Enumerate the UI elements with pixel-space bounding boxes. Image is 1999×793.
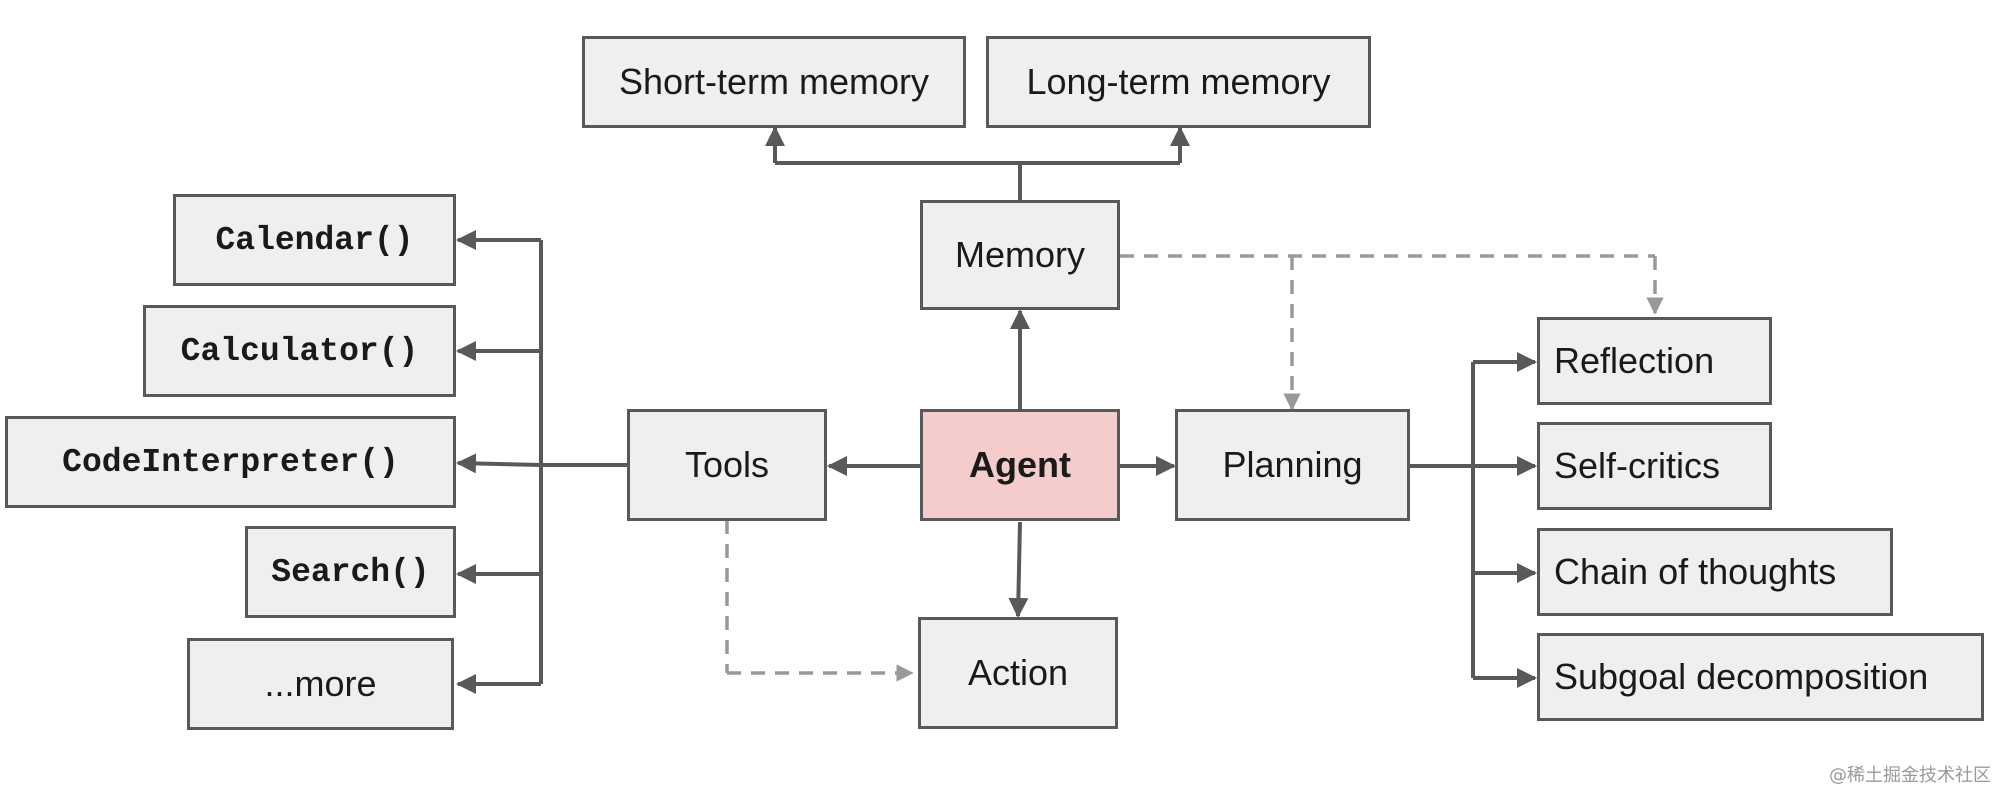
self-critics-box: Self-critics <box>1537 422 1772 510</box>
tools-box: Tools <box>627 409 827 521</box>
search-function-box: Search() <box>245 526 456 618</box>
memory-box: Memory <box>920 200 1120 310</box>
planning-branches <box>1410 352 1537 688</box>
action-box: Action <box>918 617 1118 729</box>
short-term-memory-box: Short-term memory <box>582 36 966 128</box>
more-tools-box: ...more <box>187 638 454 730</box>
dashed-connections <box>725 254 1664 682</box>
planning-box: Planning <box>1175 409 1410 521</box>
subgoal-decomposition-box: Subgoal decomposition <box>1537 633 1984 721</box>
reflection-box: Reflection <box>1537 317 1772 405</box>
calendar-function-box: Calendar() <box>173 194 456 286</box>
memory-branches <box>765 126 1190 200</box>
long-term-memory-box: Long-term memory <box>986 36 1371 128</box>
watermark: @稀土掘金技术社区 <box>1829 765 1991 786</box>
chain-of-thoughts-box: Chain of thoughts <box>1537 528 1893 616</box>
calculator-function-box: Calculator() <box>143 305 456 397</box>
agent-connections <box>827 309 1176 618</box>
tools-branches <box>456 230 627 694</box>
code-interpreter-function-box: CodeInterpreter() <box>5 416 456 508</box>
agent-box: Agent <box>920 409 1120 521</box>
